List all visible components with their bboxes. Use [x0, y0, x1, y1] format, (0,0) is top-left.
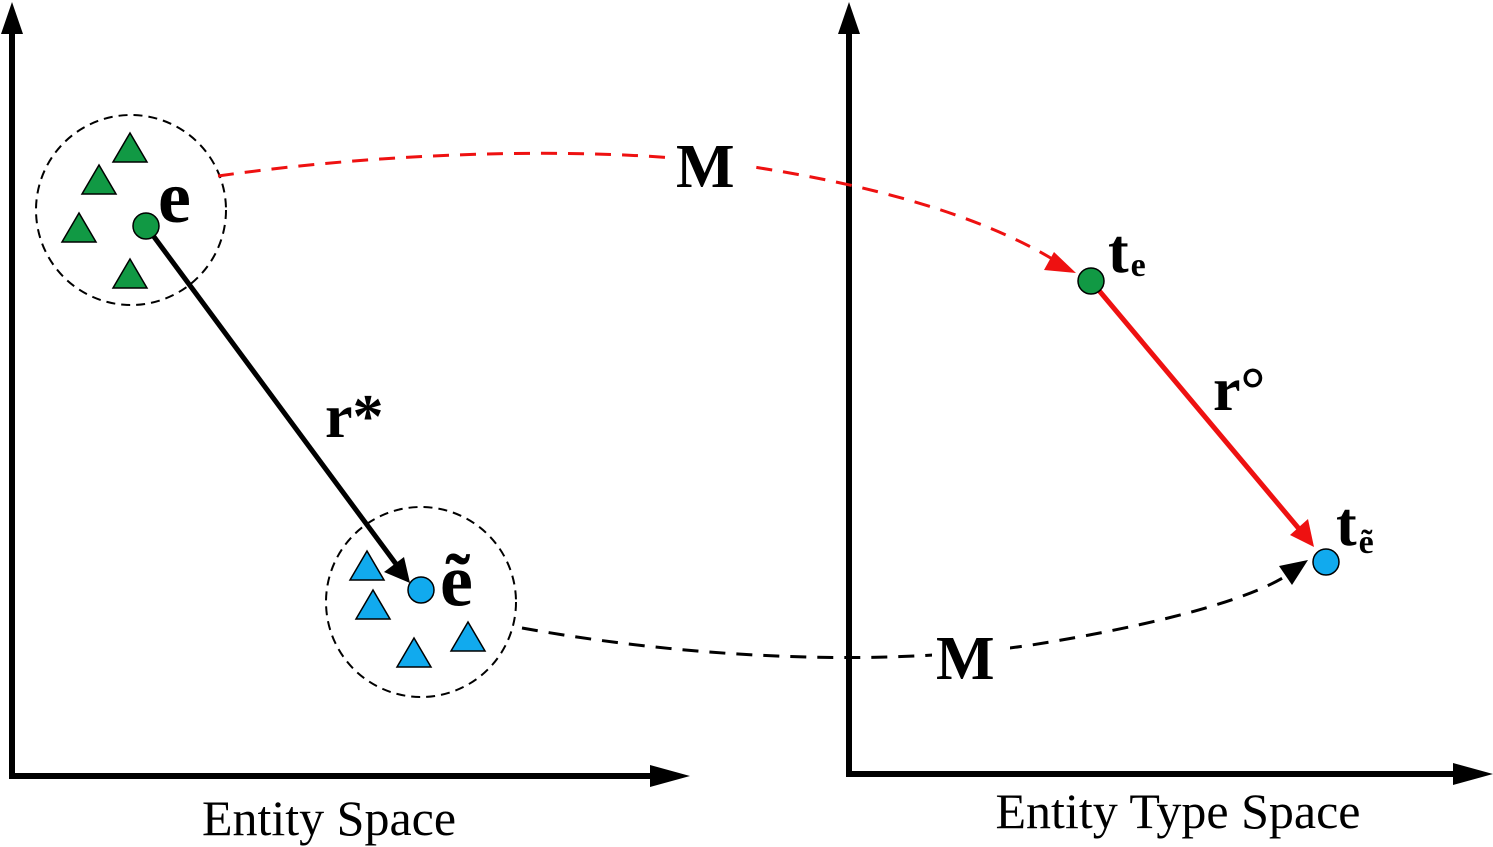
mapping-curve-top-arrowhead [1044, 252, 1076, 273]
entity-space-x-axis-arrowhead [650, 765, 690, 787]
type-tilde-label: tẽ [1336, 491, 1374, 561]
type-te-base: t [1108, 218, 1129, 286]
relation-r-star-arrowhead [384, 557, 410, 583]
entity-tilde-label: ẽ [440, 540, 473, 622]
mapping-curve-bottom-arrowhead [1279, 560, 1308, 585]
entity-type-space-y-axis-arrowhead [838, 2, 860, 34]
entity-tilde-neighborhood [325, 506, 517, 698]
entity-e-point [132, 212, 160, 240]
type-tilde-subscript: ẽ [1359, 524, 1374, 561]
type-te-subscript: e [1131, 247, 1146, 284]
mapping-curve-top [217, 151, 1063, 267]
blue-triangle [395, 636, 433, 668]
entity-type-space-caption: Entity Type Space [996, 783, 1361, 839]
type-tilde-point [1312, 548, 1340, 576]
relation-r-circ-arrow [1089, 279, 1302, 532]
entity-e-neighbors [60, 131, 149, 289]
relation-r-star-label: r* [325, 383, 384, 451]
green-triangle [111, 257, 149, 289]
entity-e-label: e [158, 157, 191, 239]
green-triangle [60, 211, 98, 243]
type-te-label: te [1108, 218, 1146, 286]
green-triangle [80, 163, 118, 195]
entity-tilde-point [407, 576, 435, 604]
mapping-label-top-bg [670, 138, 750, 194]
relation-r-star-arrow [143, 224, 399, 566]
type-tilde-base: t [1336, 491, 1357, 559]
blue-triangle [449, 620, 487, 652]
mapping-curve-bottom [521, 570, 1293, 660]
blue-triangle [354, 588, 392, 620]
entity-tilde-neighbors [348, 549, 487, 668]
green-triangle [111, 131, 149, 163]
entity-type-space-axes [838, 2, 1493, 785]
type-te-point [1077, 267, 1105, 295]
mapping-label-bottom-bg [932, 628, 1010, 684]
blue-triangle [348, 549, 386, 581]
relation-r-circ-arrowhead [1290, 519, 1314, 547]
mapping-label-bottom: M [936, 625, 995, 693]
entity-type-space-x-axis-arrowhead [1453, 763, 1493, 785]
relation-r-circ-label: r° [1213, 356, 1265, 424]
entity-space-caption: Entity Space [202, 790, 456, 846]
entity-space-y-axis-arrowhead [1, 2, 23, 34]
entity-space-axes [1, 2, 690, 787]
entity-e-neighborhood [35, 114, 227, 306]
mapping-label-top: M [676, 133, 735, 201]
